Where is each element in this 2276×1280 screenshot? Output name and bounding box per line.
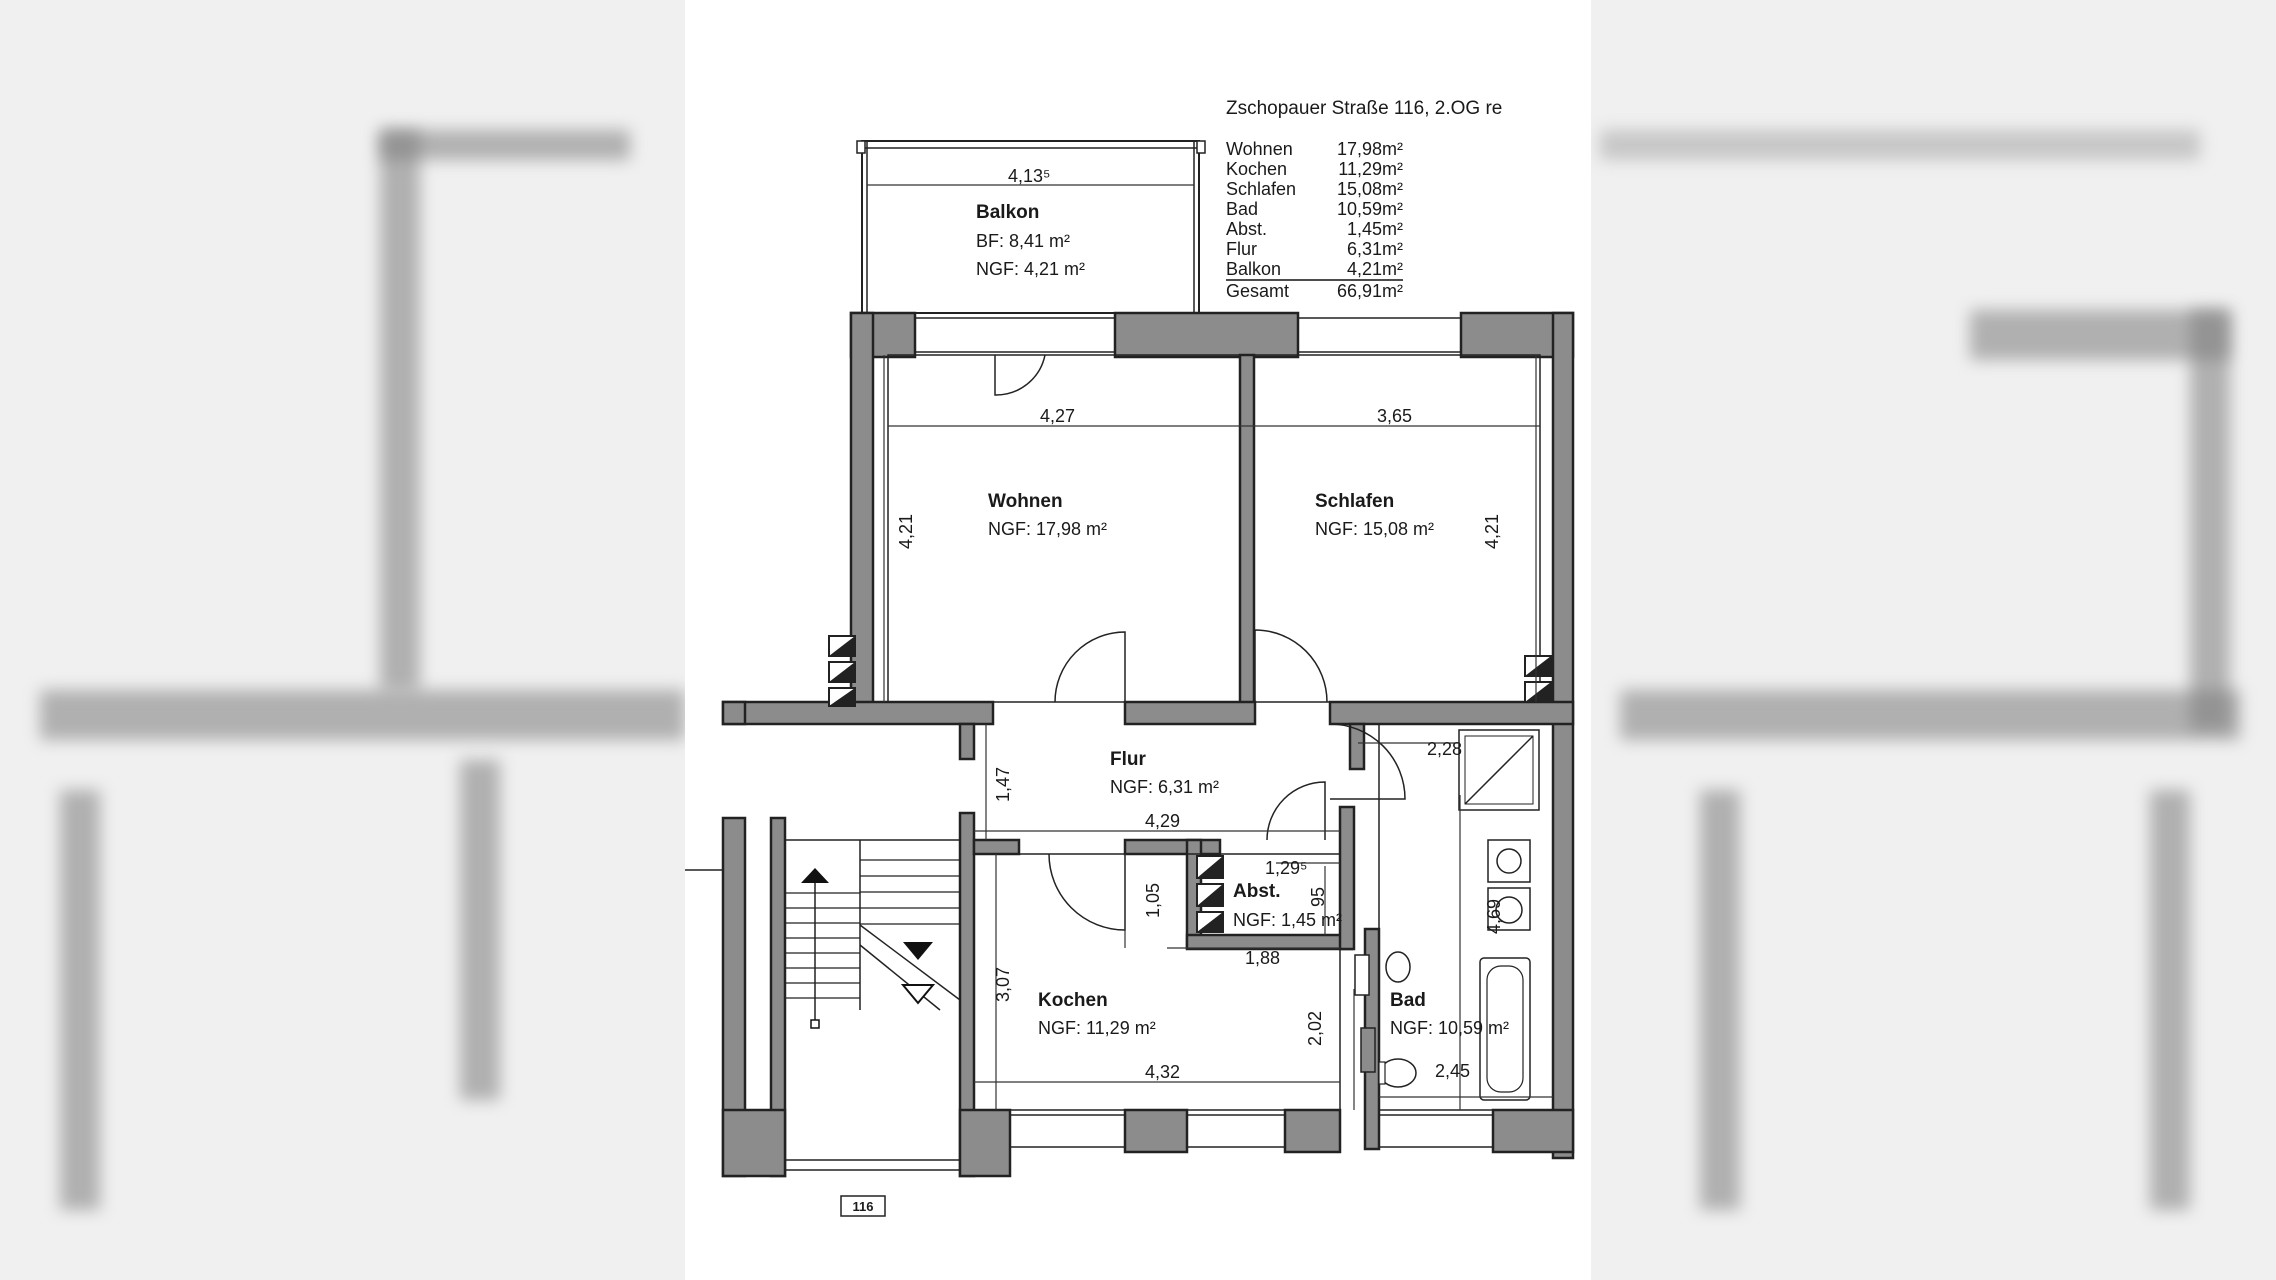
- dim-balkon-width: 4,13⁵: [1008, 166, 1051, 186]
- stairs-up-arrow-icon: [801, 868, 829, 883]
- dim-kochen-inner: 2,02: [1305, 1011, 1325, 1046]
- bathtub-icon: [1479, 957, 1531, 1101]
- room-label-schlafen: Schlafen: [1315, 491, 1394, 512]
- area-table-row-name: Bad: [1226, 199, 1258, 219]
- area-table-row-name: Wohnen: [1226, 139, 1293, 159]
- area-table-row-name: Abst.: [1226, 219, 1267, 239]
- balkon-ngf: NGF: 4,21 m²: [976, 259, 1085, 279]
- area-table-row-name: Balkon: [1226, 259, 1281, 279]
- sink-icon: [1385, 951, 1411, 983]
- dim-wohnen-width: 4,27: [1040, 406, 1075, 426]
- dimension-lines: [883, 355, 1553, 1110]
- room-label-wohnen: Wohnen: [988, 491, 1063, 512]
- walls: [721, 311, 1575, 1178]
- area-table-row-name: Flur: [1226, 239, 1257, 259]
- area-table-total-name: Gesamt: [1226, 281, 1289, 301]
- building-number: 116: [853, 1199, 874, 1214]
- dim-abst-lower: 1,88: [1245, 948, 1280, 968]
- dim-abst-height: 95: [1308, 887, 1328, 907]
- area-table-row-name: Schlafen: [1226, 179, 1296, 199]
- area-table-row-value: 17,98m²: [1337, 139, 1403, 159]
- area-table-total-value: 66,91m²: [1337, 281, 1403, 301]
- dim-kochen-height: 3,07: [993, 967, 1013, 1002]
- dim-bad-height: 4,69: [1484, 899, 1504, 934]
- balcony: [856, 140, 1206, 314]
- windows: [685, 317, 1493, 1171]
- dim-abst-width: 1,29⁵: [1265, 858, 1308, 878]
- balkon-bf: BF: 8,41 m²: [976, 231, 1070, 251]
- area-table-row-value: 15,08m²: [1337, 179, 1403, 199]
- dim-flur-width: 4,29: [1145, 811, 1180, 831]
- ventilation-shafts: [828, 635, 1552, 933]
- building-number-box: 116: [840, 1195, 886, 1217]
- bad-ngf: NGF: 10,59 m²: [1390, 1018, 1509, 1038]
- dim-flur-height: 1,47: [993, 767, 1013, 802]
- dim-bad-width: 2,45: [1435, 1061, 1470, 1081]
- schlafen-ngf: NGF: 15,08 m²: [1315, 519, 1434, 539]
- area-table-row-value: 11,29m²: [1338, 159, 1403, 179]
- dim-schlafen-height: 4,21: [1482, 514, 1502, 549]
- doors: [994, 354, 1406, 931]
- dim-schlafen-width: 3,65: [1377, 406, 1412, 426]
- floorplan-drawing: Zschopauer Straße 116, 2.OG re Wohnen 17,…: [685, 98, 1575, 1217]
- room-label-balkon: Balkon: [976, 202, 1039, 223]
- room-label-kochen: Kochen: [1038, 990, 1108, 1011]
- wohnen-ngf: NGF: 17,98 m²: [988, 519, 1107, 539]
- stairs-down-arrow-icon: [903, 942, 933, 960]
- dim-kochen-width: 4,32: [1145, 1062, 1180, 1082]
- area-table-row-name: Kochen: [1226, 159, 1287, 179]
- bathroom-fixtures: [1354, 729, 1540, 1101]
- area-table-row-value: 4,21m²: [1347, 259, 1403, 279]
- floorplan-sheet: Zschopauer Straße 116, 2.OG re Wohnen 17,…: [685, 0, 1591, 1280]
- room-label-bad: Bad: [1390, 990, 1426, 1011]
- area-table-row-value: 10,59m²: [1337, 199, 1403, 219]
- room-label-abst: Abst.: [1233, 881, 1281, 902]
- area-table-row-value: 1,45m²: [1347, 219, 1403, 239]
- abst-ngf: NGF: 1,45 m²: [1233, 910, 1342, 930]
- room-outlines: [887, 354, 1554, 1111]
- staircase: [785, 839, 961, 1029]
- room-label-flur: Flur: [1110, 749, 1146, 770]
- flur-ngf: NGF: 6,31 m²: [1110, 777, 1219, 797]
- address-title: Zschopauer Straße 116, 2.OG re: [1226, 98, 1502, 119]
- dim-bad-top: 2,28: [1427, 739, 1462, 759]
- area-table-row-value: 6,31m²: [1347, 239, 1403, 259]
- dim-door-gap: 1,05: [1143, 883, 1163, 918]
- washing-machine-icon: [1487, 839, 1531, 883]
- dim-wohnen-height: 4,21: [896, 514, 916, 549]
- kochen-ngf: NGF: 11,29 m²: [1038, 1018, 1156, 1038]
- area-table: Wohnen 17,98m² Kochen 11,29m² Schlafen 15,08m…: [1226, 139, 1403, 301]
